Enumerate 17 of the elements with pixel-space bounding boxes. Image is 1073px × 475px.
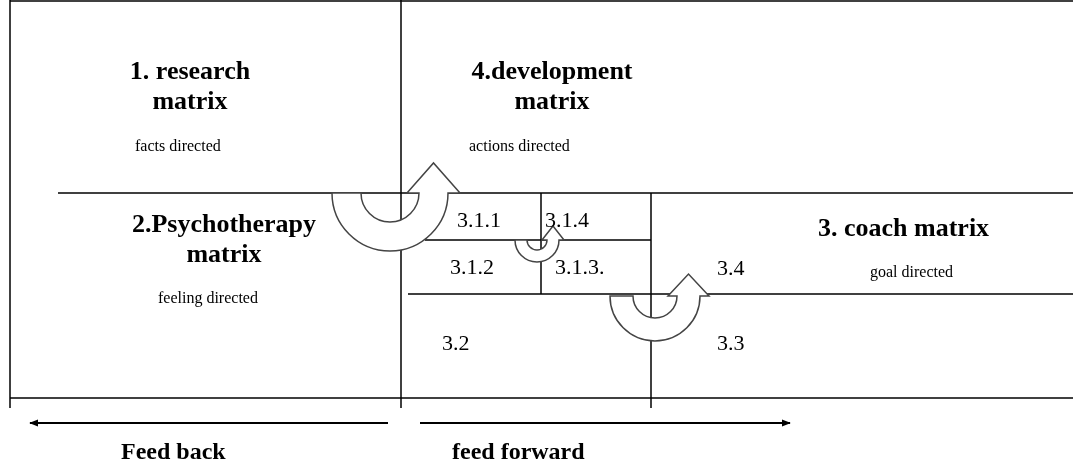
matrix-subtitle: facts directed	[135, 136, 221, 155]
flow-label: feed forward	[452, 438, 585, 465]
matrix-title: 2.Psychotherapy matrix	[130, 209, 318, 269]
cell-number: 3.2	[442, 330, 470, 355]
matrix-subtitle: goal directed	[870, 262, 954, 281]
cell-number: 3.1.1	[457, 207, 501, 232]
cell-number: 3.1.2	[450, 254, 494, 279]
cell-number: 3.1.3.	[555, 254, 605, 279]
cell-number: 3.4	[717, 255, 745, 280]
matrix-title: 4.development matrix	[470, 56, 634, 116]
matrix-title: 1. research matrix	[128, 56, 252, 116]
matrix-subtitle: feeling directed	[158, 288, 258, 307]
matrix-title: 3. coach matrix	[818, 213, 990, 243]
flow-label: Feed back	[121, 438, 226, 465]
cell-number: 3.1.4	[545, 207, 589, 232]
matrix-subtitle: actions directed	[469, 136, 570, 155]
cell-number: 3.3	[717, 330, 745, 355]
